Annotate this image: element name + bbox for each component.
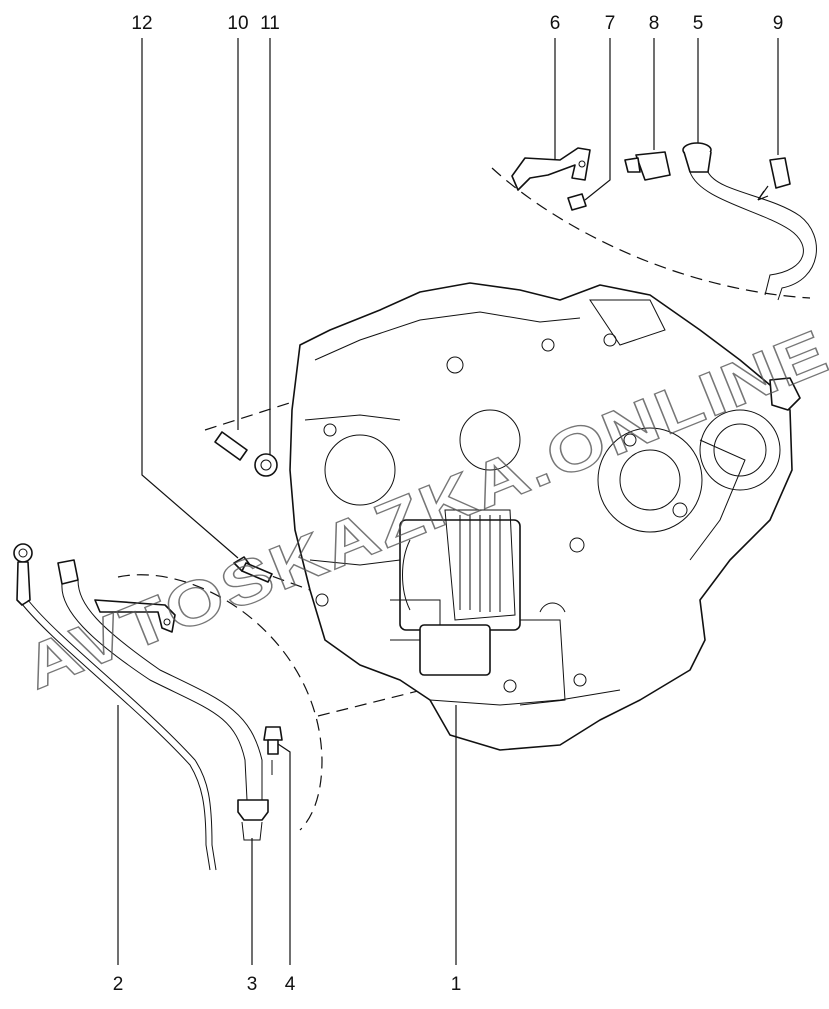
callout-6: 6 (550, 13, 561, 34)
assembly-guide-lines (117, 167, 811, 831)
breather-hose (682, 142, 817, 301)
callout-1: 1 (451, 974, 462, 995)
bracket-6 (511, 147, 591, 191)
bolt-4 (263, 726, 283, 775)
nut-11 (254, 453, 278, 477)
stud-12 (233, 556, 273, 583)
leader-4 (277, 743, 291, 965)
leader-7 (584, 38, 611, 201)
callout-4: 4 (285, 974, 296, 995)
callout-9: 9 (773, 13, 784, 34)
callout-11: 11 (260, 13, 280, 34)
callout-5: 5 (693, 13, 704, 34)
leader-lines (117, 38, 779, 965)
callout-3: 3 (247, 974, 258, 995)
callout-8: 8 (649, 13, 660, 34)
clip-8 (624, 151, 671, 181)
callout-10: 10 (227, 13, 248, 34)
breather-cap-9 (757, 157, 791, 201)
dipstick (13, 543, 217, 871)
screw-7 (567, 193, 587, 211)
callout-12: 12 (131, 13, 152, 34)
callout-2: 2 (113, 974, 124, 995)
leader-12 (141, 38, 239, 559)
callout-7: 7 (605, 13, 616, 34)
callout-labels: 1 2 3 4 5 6 7 8 9 10 11 12 (113, 13, 784, 995)
dowel-pin-10 (214, 431, 248, 461)
transmission-housing (289, 282, 801, 751)
dipstick-guide-tube (57, 559, 269, 841)
